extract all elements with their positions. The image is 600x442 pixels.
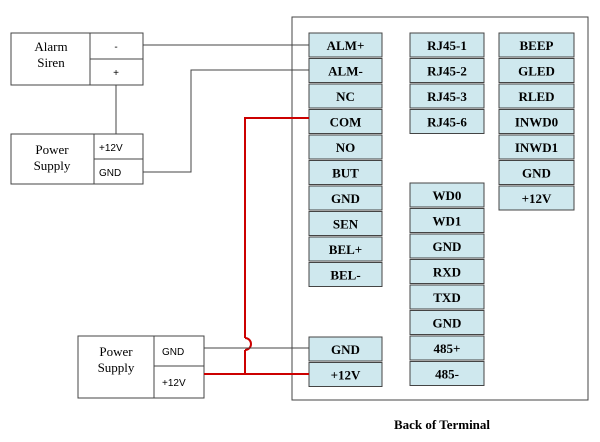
col2b-pin-txd-4: TXD [409, 284, 485, 310]
col2b-pin-rxd-3: RXD [409, 259, 485, 284]
col2t-pin-label: RJ45-6 [427, 115, 467, 130]
col1-pin-label: COM [330, 115, 362, 130]
col1-pin-label: ALM+ [327, 38, 365, 53]
col2b-pin-label: GND [433, 316, 462, 331]
col3-pin-label: RLED [518, 89, 554, 104]
wire-com-to-12v [244, 117, 309, 338]
col2t-pin-label: RJ45-3 [427, 89, 467, 104]
col2t-pin-rj452-1: RJ45-2 [409, 58, 485, 83]
col3-pin-inwd1-4: INWD1 [498, 134, 575, 160]
power-supply-top-terminal-12v: +12V [99, 143, 123, 154]
col2t-pin-label: RJ45-1 [427, 38, 467, 53]
alarm-siren-name-line2: Siren [37, 55, 65, 70]
terminal-caption: Back of Terminal [394, 417, 490, 432]
col2b-pin-label: TXD [433, 290, 460, 305]
power-supply-bottom-name-line2: Supply [98, 360, 135, 375]
terminal-column-1-power: GND +12V [308, 336, 383, 387]
col1-pin-com-3: COM [308, 109, 383, 134]
col1-pin-label: NC [336, 89, 355, 104]
alarm-siren: Alarm Siren - + [10, 32, 144, 86]
col3-pin-label: GND [522, 166, 551, 181]
col1-pin-label: GND [331, 191, 360, 206]
col3-pin-inwd0-3: INWD0 [498, 109, 575, 134]
alarm-siren-name-line1: Alarm [34, 39, 67, 54]
col3-pin-label: INWD1 [515, 140, 558, 155]
col2b-pin-485-7: 485- [409, 361, 485, 386]
col2b-pin-wd1-1: WD1 [409, 208, 485, 233]
col2t-pin-label: RJ45-2 [427, 64, 467, 79]
col2b-pin-485-6: 485+ [409, 335, 485, 361]
col2t-pin-rj456-3: RJ45-6 [409, 109, 485, 134]
col1-pin-sen-7: SEN [308, 211, 383, 236]
power-supply-top: Power Supply +12V GND [10, 133, 144, 185]
col1-pin-but-5: BUT [308, 160, 383, 185]
col3-pin-beep-0: BEEP [498, 32, 575, 58]
col2b-pin-label: WD1 [433, 214, 462, 229]
col3-pin-rled-2: RLED [498, 83, 575, 109]
col1p-pin-gnd-0: GND [308, 336, 383, 362]
terminal-column-1: ALM+ ALM- NC COM NO BUT GND SEN BEL+ BEL- [308, 32, 383, 287]
col1p-pin-label: +12V [331, 368, 361, 383]
col3-pin-12v-6: +12V [498, 185, 575, 211]
col2b-pin-gnd-2: GND [409, 233, 485, 259]
col3-pin-label: INWD0 [515, 115, 558, 130]
col1-pin-bel-8: BEL+ [308, 236, 383, 262]
power-supply-bottom-terminal-12v: +12V [162, 378, 186, 389]
wire-supply-gnd-to-alm-minus [143, 69, 309, 173]
alarm-siren-terminal-minus: - [114, 42, 117, 53]
col1-pin-label: BEL- [330, 268, 360, 283]
col3-pin-label: GLED [518, 64, 555, 79]
col1-pin-label: BEL+ [329, 242, 362, 257]
power-supply-top-terminal-gnd: GND [99, 168, 121, 179]
col3-pin-gnd-5: GND [498, 160, 575, 185]
col1-pin-alm-1: ALM- [308, 58, 383, 83]
col1-pin-label: NO [336, 140, 356, 155]
col3-pin-gled-1: GLED [498, 58, 575, 83]
col2b-pin-wd0-0: WD0 [409, 182, 485, 208]
col1p-pin-12v-1: +12V [308, 362, 383, 387]
power-supply-top-name-line2: Supply [34, 158, 71, 173]
power-supply-bottom-name-line1: Power [99, 344, 133, 359]
col1p-pin-label: GND [331, 342, 360, 357]
col1-pin-alm-0: ALM+ [308, 32, 383, 58]
wire-com-to-12v-hop [244, 337, 252, 351]
col1-pin-no-4: NO [308, 134, 383, 160]
col1-pin-gnd-6: GND [308, 185, 383, 211]
col1-pin-label: SEN [333, 217, 359, 232]
col2b-pin-label: WD0 [433, 188, 462, 203]
col2b-pin-gnd-5: GND [409, 310, 485, 335]
col1-pin-bel-9: BEL- [308, 262, 383, 287]
col1-pin-label: BUT [332, 166, 359, 181]
col1-pin-nc-2: NC [308, 83, 383, 109]
power-supply-top-name-line1: Power [35, 142, 69, 157]
alarm-siren-terminal-plus: + [113, 68, 119, 79]
col2b-pin-label: RXD [433, 265, 461, 280]
power-supply-bottom-terminal-gnd: GND [162, 347, 184, 358]
col2b-pin-label: 485+ [434, 341, 461, 356]
col2t-pin-rj453-2: RJ45-3 [409, 83, 485, 109]
power-supply-bottom: Power Supply GND +12V [77, 335, 205, 399]
col2b-pin-label: GND [433, 239, 462, 254]
col1-pin-label: ALM- [328, 64, 363, 79]
col3-pin-label: +12V [522, 191, 552, 206]
col3-pin-label: BEEP [520, 38, 554, 53]
col2b-pin-label: 485- [435, 367, 459, 382]
col2t-pin-rj451-0: RJ45-1 [409, 32, 485, 58]
